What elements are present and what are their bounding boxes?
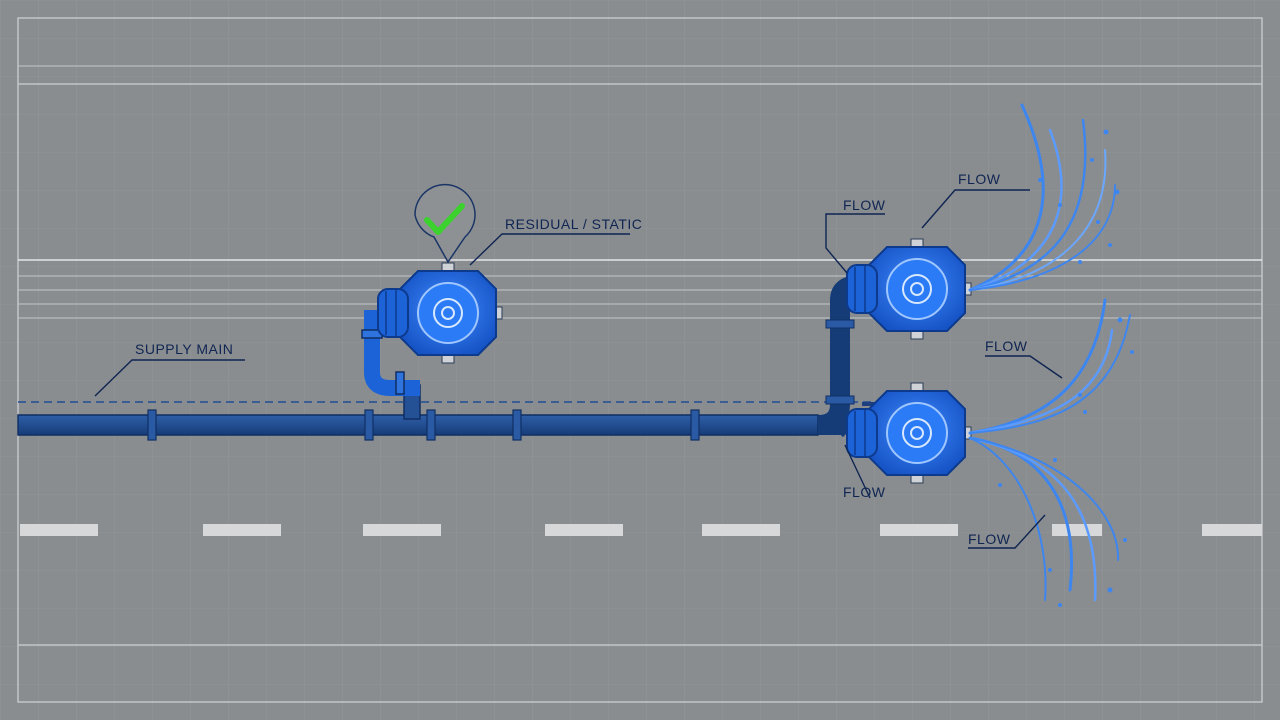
- road-center-dashes: [20, 524, 1262, 536]
- checkmark-icon: [424, 203, 465, 235]
- flow-label-lower-right: FLOW: [968, 531, 1011, 547]
- water-stream-upper: [968, 103, 1120, 292]
- supply-main-label: SUPPLY MAIN: [135, 341, 233, 357]
- water-stream-lower: [968, 298, 1134, 607]
- residual-branch-pipe: [361, 310, 421, 420]
- flow-label-lower-left: FLOW: [843, 484, 886, 500]
- flow-label-middle-right: FLOW: [985, 338, 1028, 354]
- flow-label-upper-left: FLOW: [843, 197, 886, 213]
- flow-label-upper-right: FLOW: [958, 171, 1001, 187]
- supply-main-pipe: [17, 409, 819, 441]
- leader-lines: [94, 189, 1063, 549]
- residual-static-label: RESIDUAL / STATIC: [505, 216, 642, 232]
- residual-status-badge: [414, 183, 476, 264]
